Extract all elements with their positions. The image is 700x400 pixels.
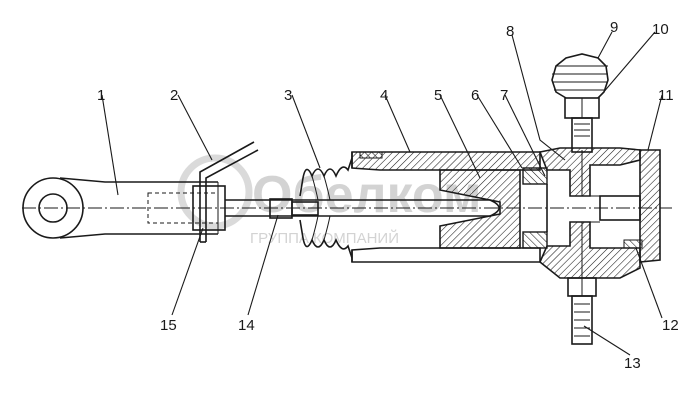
callout-9: 9 xyxy=(610,19,618,36)
callout-3: 3 xyxy=(284,87,292,104)
callout-7: 7 xyxy=(500,87,508,104)
callout-4: 4 xyxy=(380,87,388,104)
pushrod-eye xyxy=(22,177,219,239)
callout-1: 1 xyxy=(97,87,105,104)
bleed-valve xyxy=(551,53,609,196)
cylinder-head xyxy=(538,147,661,279)
callout-10: 10 xyxy=(652,21,669,38)
callout-15: 15 xyxy=(160,317,177,334)
callout-12: 12 xyxy=(662,317,679,334)
dust-boot xyxy=(299,157,353,259)
callout-8: 8 xyxy=(506,23,514,40)
callout-6: 6 xyxy=(471,87,479,104)
piston xyxy=(330,169,521,249)
piston-seal xyxy=(522,167,548,249)
callout-14: 14 xyxy=(238,317,255,334)
retaining-clip xyxy=(192,141,259,243)
watermark-logo: Обелком ГРУППА КОМПАНИЙ xyxy=(177,154,481,247)
callout-2: 2 xyxy=(170,87,178,104)
callout-11: 11 xyxy=(658,87,674,104)
callout-5: 5 xyxy=(434,87,442,104)
callout-13: 13 xyxy=(624,355,641,372)
outlet-fitting xyxy=(567,222,597,345)
leader-lines xyxy=(101,31,663,356)
